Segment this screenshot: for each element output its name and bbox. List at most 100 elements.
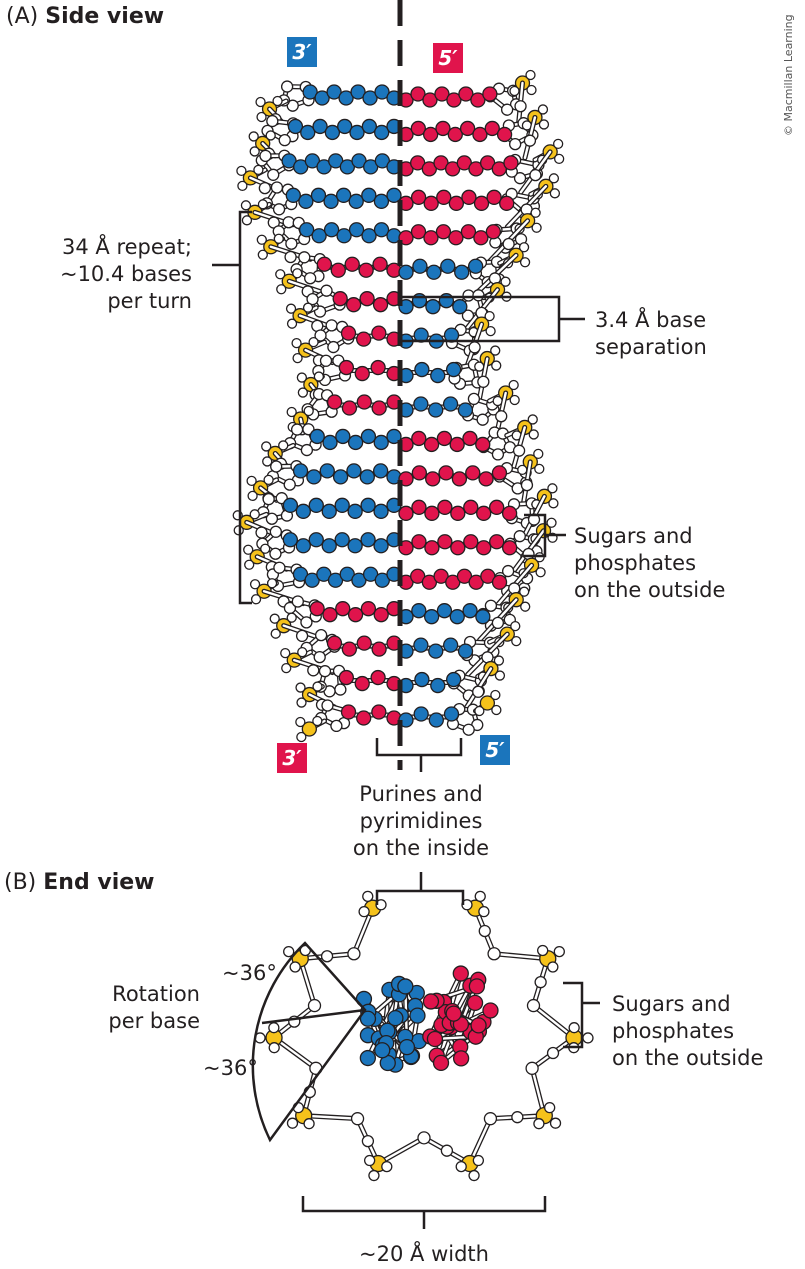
base-atom xyxy=(310,187,327,203)
base-atom xyxy=(414,361,430,378)
base-atom xyxy=(359,469,375,485)
base-atom xyxy=(309,428,325,445)
oxygen-atom xyxy=(362,890,374,902)
oxygen-atom xyxy=(278,440,289,451)
base-atom xyxy=(426,264,442,280)
base-pair-level xyxy=(295,689,502,743)
base-atom xyxy=(489,499,505,515)
base-atom xyxy=(468,258,484,274)
blue-base-atom xyxy=(409,1007,426,1024)
base-atom xyxy=(482,86,498,102)
end-sugars-label: Sugars and phosphates on the outside xyxy=(612,991,763,1072)
base-atom xyxy=(285,187,301,203)
base-atom xyxy=(442,396,459,412)
oxygen-atom xyxy=(237,180,248,192)
sugar-left-atom xyxy=(270,181,284,194)
base-atom xyxy=(478,471,494,487)
angle-bottom-label: ~36° xyxy=(203,1056,258,1080)
oxygen-atom xyxy=(292,352,303,364)
base-atom xyxy=(298,222,315,238)
sugar-right-atom xyxy=(509,137,522,151)
oxygen-atom xyxy=(281,662,292,674)
backbone-atom xyxy=(320,950,334,963)
base-atom xyxy=(476,505,492,521)
oxygen-atom xyxy=(547,483,558,494)
sugar-right-atom xyxy=(484,599,498,612)
base-atom xyxy=(436,430,453,447)
oxygen-atom xyxy=(358,905,370,918)
base-atom xyxy=(373,222,390,238)
base-atom xyxy=(361,118,378,135)
oxygen-atom xyxy=(297,387,309,398)
sugar-right-atom xyxy=(467,392,481,406)
rotation-label: Rotation per base xyxy=(80,981,200,1035)
sugar-right-atom xyxy=(462,723,475,736)
base-atom xyxy=(436,189,452,205)
base-atom xyxy=(335,428,351,445)
oxygen-atom xyxy=(249,146,260,157)
backbone-atom xyxy=(512,444,526,457)
backbone-atom xyxy=(502,237,515,251)
base-atom xyxy=(354,365,370,382)
base-atom xyxy=(428,402,444,418)
base-atom xyxy=(451,471,468,487)
base-atom xyxy=(345,297,362,313)
base-atom xyxy=(411,499,427,515)
base-atom xyxy=(437,499,453,515)
sugar-left-atom xyxy=(330,719,343,733)
oxygen-atom xyxy=(296,731,307,743)
base-atom xyxy=(324,124,341,141)
top-left-3prime-tag: 3′ xyxy=(287,37,317,67)
rotation-label-line: Rotation xyxy=(112,982,200,1006)
base-atom xyxy=(450,505,466,521)
base-atom xyxy=(476,540,492,556)
width-label: ~20 Å width xyxy=(359,1242,489,1266)
oxygen-atom xyxy=(468,1169,480,1182)
base-atom xyxy=(370,669,386,686)
panel-b-heading: End view xyxy=(43,870,155,895)
oxygen-atom xyxy=(233,525,244,536)
base-atom xyxy=(334,532,350,548)
sugar-right-atom xyxy=(491,448,505,461)
base-atom xyxy=(334,497,350,513)
base-atom xyxy=(373,503,389,519)
base-atom xyxy=(484,120,500,137)
oxygen-atom xyxy=(368,1169,380,1182)
oxygen-atom xyxy=(292,268,303,279)
oxygen-atom xyxy=(257,249,268,260)
base-atom xyxy=(356,394,372,410)
base-atom xyxy=(350,84,366,100)
oxygen-atom xyxy=(553,945,565,958)
sugar-left-atom xyxy=(300,443,314,457)
base-atom xyxy=(373,434,389,451)
base-atom xyxy=(473,230,489,246)
base-atom xyxy=(359,291,375,307)
oxygen-atom xyxy=(241,215,253,226)
base-atom xyxy=(411,603,427,619)
oxygen-atom xyxy=(286,406,297,418)
sugar-left-atom xyxy=(290,423,304,436)
backbone-bond xyxy=(492,952,549,960)
base-atom xyxy=(371,641,387,657)
side-sugars-label: Sugars and phosphates on the outside xyxy=(574,523,725,604)
base-atom xyxy=(373,607,389,623)
base-atom xyxy=(386,428,402,445)
base-pair-level xyxy=(232,483,559,540)
oxygen-atom xyxy=(531,222,542,233)
sugar-left-atom xyxy=(280,80,294,93)
oxygen-atom xyxy=(509,394,520,406)
backbone-atom xyxy=(284,250,297,264)
sugar-left-atom xyxy=(334,683,347,696)
base-atom xyxy=(344,256,360,272)
base-atom xyxy=(311,228,327,244)
base-pair-level xyxy=(248,104,550,161)
base-atom xyxy=(337,118,353,135)
annotation-brackets xyxy=(212,0,600,1229)
angle-top-label: ~36° xyxy=(222,961,277,985)
sugars-label-line: on the outside xyxy=(574,578,726,602)
backbone-atom xyxy=(534,975,547,989)
base-atom xyxy=(361,187,377,203)
base-pair-level xyxy=(275,242,531,299)
base-atom xyxy=(425,471,441,487)
base-atom xyxy=(346,463,362,479)
